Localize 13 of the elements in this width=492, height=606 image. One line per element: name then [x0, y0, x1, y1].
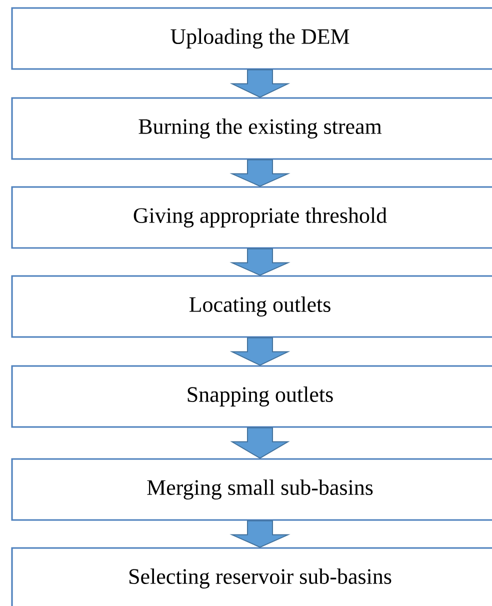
process-box: Giving appropriate threshold [11, 186, 492, 249]
block-arrow [230, 248, 290, 276]
block-arrow [230, 520, 290, 548]
process-box: Locating outlets [11, 275, 492, 338]
block-arrow [230, 337, 290, 366]
process-box: Uploading the DEM [11, 7, 492, 70]
process-box: Burning the existing stream [11, 97, 492, 160]
process-box: Snapping outlets [11, 365, 492, 428]
block-arrow [230, 427, 290, 459]
process-box: Merging small sub-basins [11, 458, 492, 521]
block-arrow [230, 159, 290, 187]
process-box: Selecting reservoir sub-basins [11, 547, 492, 606]
block-arrow [230, 69, 290, 98]
